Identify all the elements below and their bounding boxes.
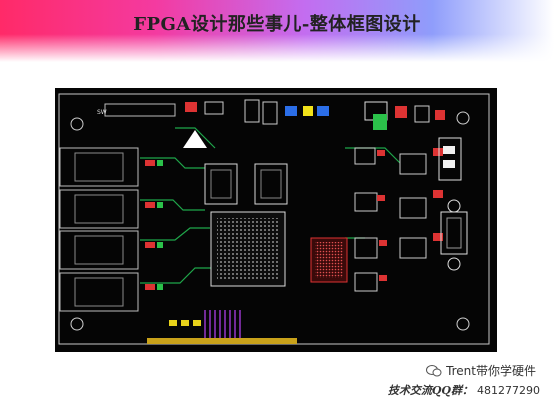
qq-group-line: 技术交流QQ群： 481277290	[388, 382, 540, 398]
edge-connector	[147, 338, 297, 344]
bga-grid	[217, 218, 279, 280]
watermark: Trent带你学硬件	[426, 362, 536, 379]
phy-chip-pads	[315, 242, 343, 278]
slide-title: FPGA设计那些事儿-整体框图设计	[133, 14, 421, 35]
pcb-drawing: SW	[58, 93, 490, 345]
pcb-layout-image: SW	[55, 88, 497, 352]
pcb-label-sw: SW	[97, 109, 107, 116]
mounting-holes	[70, 111, 470, 331]
banner-fade	[0, 0, 554, 62]
left-connectors	[59, 147, 139, 312]
qq-label: 技术交流QQ群：	[387, 384, 473, 397]
power-connector	[438, 137, 462, 181]
esd-symbol	[183, 130, 207, 148]
memory-chips	[204, 163, 288, 205]
watermark-brand: Trent带你学硬件	[446, 364, 536, 378]
wechat-logo-icon	[426, 364, 442, 378]
left-components	[145, 160, 163, 290]
qq-number: 481277290	[477, 384, 540, 397]
bottom-caps	[169, 320, 201, 326]
top-header	[104, 103, 176, 117]
right-components	[354, 147, 443, 292]
top-components	[185, 99, 445, 130]
